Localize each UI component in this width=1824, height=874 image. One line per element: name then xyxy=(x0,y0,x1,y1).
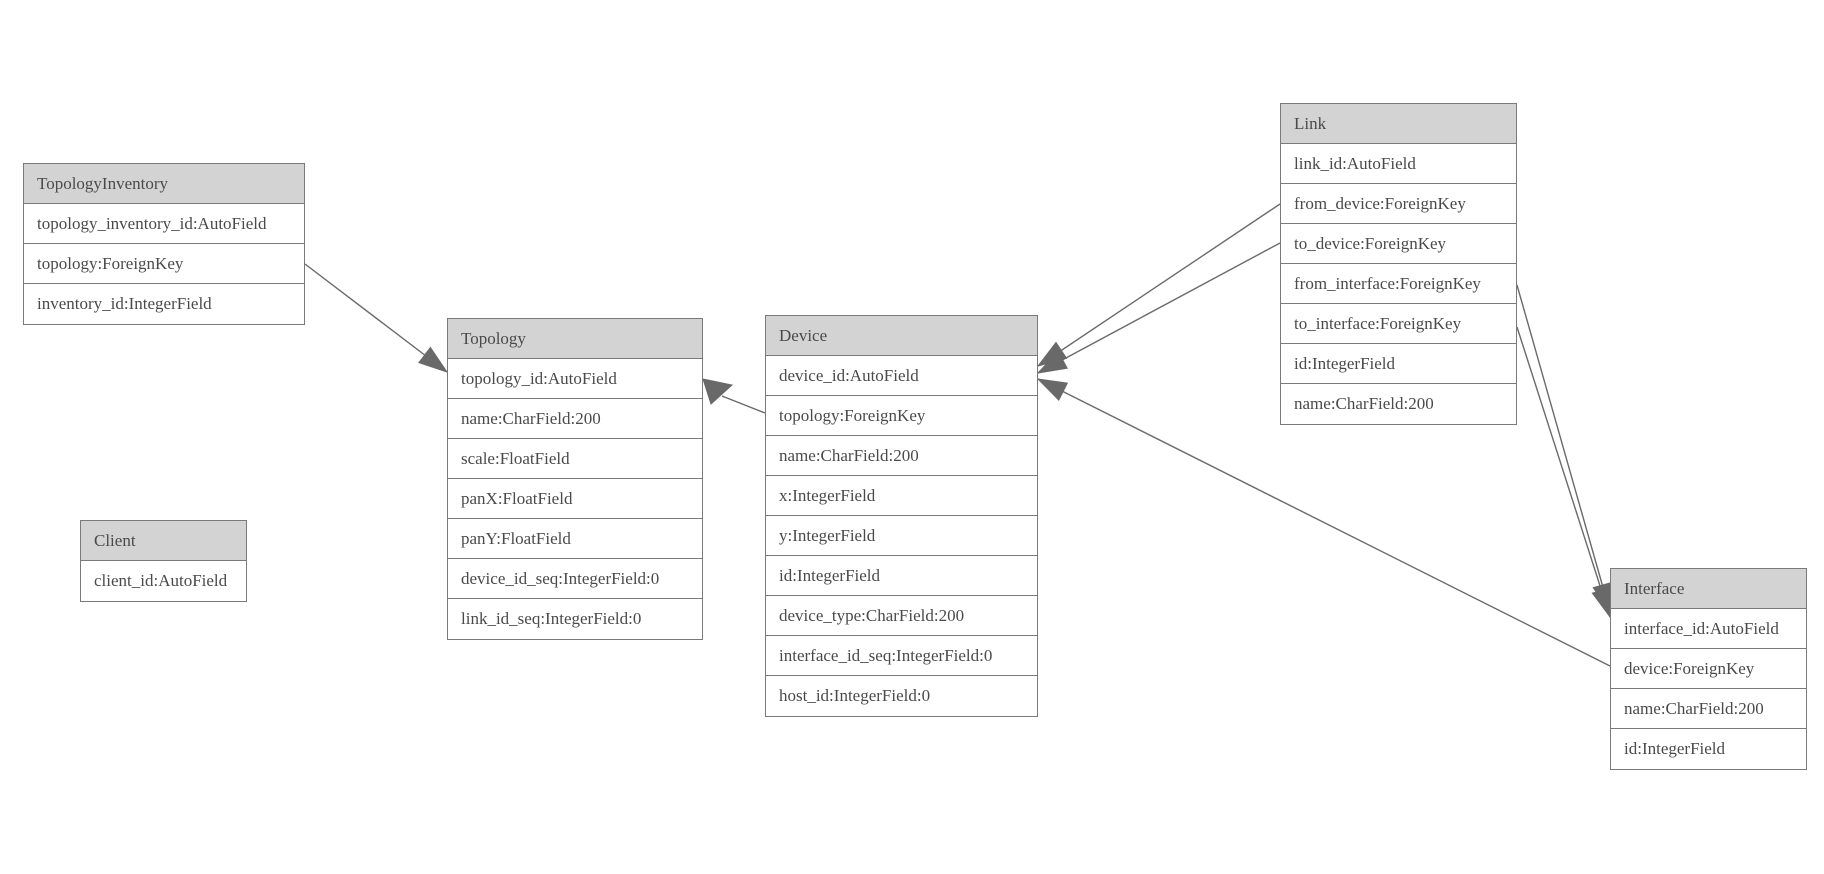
field-row: to_interface:ForeignKey xyxy=(1281,304,1516,344)
edge-line xyxy=(1516,326,1611,618)
edge-topologyinventory-topology xyxy=(304,263,449,373)
field-row: name:CharField:200 xyxy=(1611,689,1806,729)
field-row: panX:FloatField xyxy=(448,479,702,519)
field-row: interface_id:AutoField xyxy=(1611,609,1806,649)
field-row: name:CharField:200 xyxy=(448,399,702,439)
field-row: id:IntegerField xyxy=(1611,729,1806,769)
field-row: name:CharField:200 xyxy=(766,436,1037,476)
field-row: from_device:ForeignKey xyxy=(1281,184,1516,224)
edge-link-tointerface-interface xyxy=(1516,326,1612,619)
field-row: interface_id_seq:IntegerField:0 xyxy=(766,636,1037,676)
field-row: device_id_seq:IntegerField:0 xyxy=(448,559,702,599)
entity-topology: Topology topology_id:AutoField name:Char… xyxy=(447,318,703,640)
edge-line xyxy=(1516,284,1611,613)
edge-device-topology xyxy=(702,378,766,414)
edge-link-todevice-device xyxy=(1036,242,1281,374)
edge-line xyxy=(1037,378,1611,667)
field-row: link_id_seq:IntegerField:0 xyxy=(448,599,702,639)
edge-link-frominterface-interface xyxy=(1516,284,1613,614)
arrowhead-icon xyxy=(1591,586,1612,619)
field-row: id:IntegerField xyxy=(1281,344,1516,384)
field-row: topology_inventory_id:AutoField xyxy=(24,204,304,244)
entity-link: Link link_id:AutoField from_device:Forei… xyxy=(1280,103,1517,425)
field-row: device_id:AutoField xyxy=(766,356,1037,396)
edge-line xyxy=(1037,203,1281,367)
field-row: x:IntegerField xyxy=(766,476,1037,516)
field-row: name:CharField:200 xyxy=(1281,384,1516,424)
arrowhead-icon xyxy=(702,378,734,405)
entity-title: Topology xyxy=(448,319,702,359)
edge-line xyxy=(304,263,448,373)
entity-interface: Interface interface_id:AutoField device:… xyxy=(1610,568,1807,770)
field-row: device_type:CharField:200 xyxy=(766,596,1037,636)
entity-title: Device xyxy=(766,316,1037,356)
field-row: topology_id:AutoField xyxy=(448,359,702,399)
field-row: link_id:AutoField xyxy=(1281,144,1516,184)
entity-device: Device device_id:AutoField topology:Fore… xyxy=(765,315,1038,717)
edge-line xyxy=(721,395,766,414)
edge-line xyxy=(1037,242,1281,374)
edge-link-fromdevice-device xyxy=(1036,203,1281,367)
field-row: scale:FloatField xyxy=(448,439,702,479)
arrowhead-icon xyxy=(418,346,449,373)
arrowhead-icon xyxy=(1036,378,1069,401)
field-row: panY:FloatField xyxy=(448,519,702,559)
entity-topologyinventory: TopologyInventory topology_inventory_id:… xyxy=(23,163,305,325)
field-row: id:IntegerField xyxy=(766,556,1037,596)
field-row: topology:ForeignKey xyxy=(766,396,1037,436)
field-row: to_device:ForeignKey xyxy=(1281,224,1516,264)
entity-title: TopologyInventory xyxy=(24,164,304,204)
entity-client: Client client_id:AutoField xyxy=(80,520,247,602)
entity-title: Link xyxy=(1281,104,1516,144)
arrowhead-icon xyxy=(1036,350,1068,374)
field-row: host_id:IntegerField:0 xyxy=(766,676,1037,716)
field-row: y:IntegerField xyxy=(766,516,1037,556)
entity-title: Interface xyxy=(1611,569,1806,609)
entity-title: Client xyxy=(81,521,246,561)
field-row: device:ForeignKey xyxy=(1611,649,1806,689)
field-row: inventory_id:IntegerField xyxy=(24,284,304,324)
field-row: client_id:AutoField xyxy=(81,561,246,601)
field-row: topology:ForeignKey xyxy=(24,244,304,284)
edge-interface-device xyxy=(1036,378,1611,667)
field-row: from_interface:ForeignKey xyxy=(1281,264,1516,304)
